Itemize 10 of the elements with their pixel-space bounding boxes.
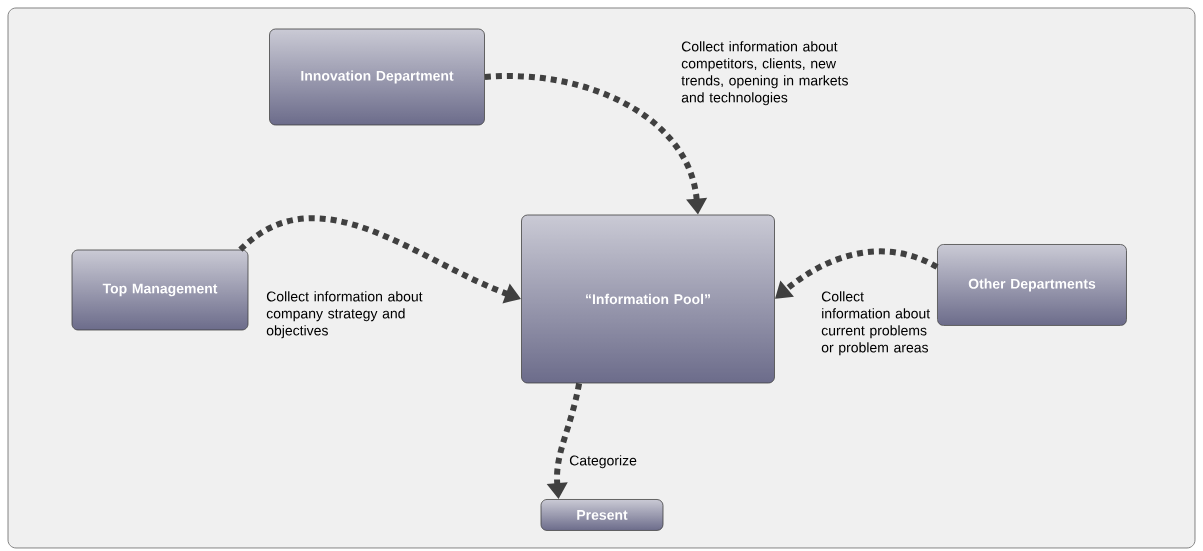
edge-label: Collect information about company strategy and objectives	[266, 291, 423, 339]
process-box: Present	[540, 499, 664, 531]
edge-label: Collect information about current problems or problem areas	[821, 291, 931, 356]
process-box: Innovation Department	[269, 28, 485, 126]
edge-label: Categorize	[569, 455, 637, 469]
process-box: Top Management	[71, 249, 249, 331]
process-box: “Information Pool”	[521, 214, 775, 384]
process-box: Other Departments	[937, 244, 1127, 326]
edge-label: Collect information about competitors, clients, new trends, opening in markets and technologies	[681, 41, 848, 106]
arrow	[775, 248, 939, 299]
